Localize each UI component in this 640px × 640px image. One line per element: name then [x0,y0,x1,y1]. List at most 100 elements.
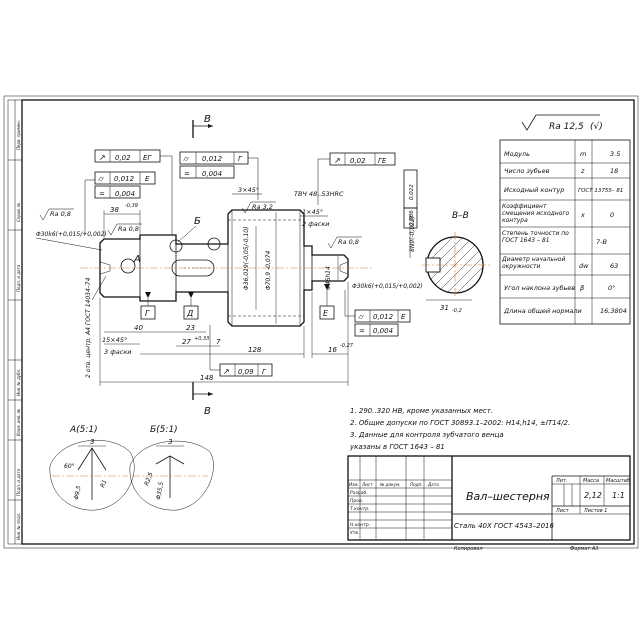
svg-text:Φ9,5: Φ9,5 [73,485,82,500]
param-val-2: 18 [610,167,618,175]
param-val-7: 0° [608,284,615,292]
roughness-symbol: Ra 12,5 (√) [521,114,603,132]
tolerance-frame-2: ⌭ 0,012 Е [94,171,156,185]
svg-text:40: 40 [134,324,143,332]
svg-text:3: 3 [90,438,94,446]
svg-text:+0,33: +0,33 [194,336,209,342]
tolerance-frame-3: = 0,004 [94,185,141,199]
svg-text:R1: R1 [99,479,108,489]
part-name: Вал–шестерня [466,490,550,503]
svg-text:⌭: ⌭ [358,313,364,321]
params-table: Модуль m 3.5 Число зубьев z 18 Исходный … [499,139,631,325]
svg-text:=: = [184,170,190,178]
svg-text:Е: Е [401,313,406,321]
svg-text:⌭: ⌭ [98,175,104,183]
centers-note: 2 отв. центр. А4 ГОСТ 14034–74 [85,277,92,378]
svg-text:Утв.: Утв. [350,530,359,536]
param-name-3: Исходный контур [504,186,564,194]
svg-text:3 фаски: 3 фаски [104,348,131,356]
param-sym-4: x [580,211,585,219]
svg-text:-0,2: -0,2 [452,308,462,314]
format-label: Формат А3 [570,546,598,552]
svg-text:0,086: 0,086 [409,210,415,226]
dim-d36: Φ36,019(-0,05/-0,10) [243,227,250,290]
note-2: 2. Общие допуски по ГОСТ 30893.1–2002: H… [350,419,570,427]
side-strip: Перв. примен. Справ. № Подп. и дата Инв.… [7,99,23,545]
tolerance-frame-5: = 0,004 [179,165,235,179]
tolerance-frame-7: ⌭ 0,012 Е [354,309,411,323]
svg-text:Пров.: Пров. [350,498,363,504]
copied-label: Копировал [454,546,483,552]
svg-text:23: 23 [186,324,195,332]
note-4: указаны в ГОСТ 1643 – 81 [349,443,445,451]
svg-text:№ докум.: № докум. [379,482,401,487]
svg-text:Φ35,5: Φ35,5 [155,481,165,500]
tolerance-frame-8: = 0,004 [354,323,399,337]
param-val-1: 3.5 [610,150,620,158]
svg-text:Дата: Дата [427,482,439,487]
svg-text:↗: ↗ [223,367,230,376]
svg-text:148: 148 [200,374,214,382]
svg-text:60°: 60° [64,463,75,470]
svg-text:Листов 1: Листов 1 [583,508,607,514]
svg-text:0,02: 0,02 [115,154,131,162]
dim-d46: Φ46h14 [325,266,332,290]
scale-value: 1:1 [612,491,625,500]
param-val-3: ГОСТ 13755– 81 [578,188,623,194]
svg-text:Е: Е [145,175,150,183]
param-sym-7: β [580,284,584,292]
section-label-bottom: В [204,406,211,417]
svg-text:0,012: 0,012 [114,175,135,183]
svg-text:3: 3 [168,438,172,446]
param-sym-6: dw [579,262,589,270]
dim-d30k6-left: Φ30k6(+0,015/+0,002) [36,231,107,238]
detail-a-title: А(5:1) [69,425,98,435]
param-name-1: Модуль [504,150,530,158]
side-label-1: Перв. примен. [16,120,21,150]
detail-b-title: Б(5:1) [150,425,178,435]
svg-text:16: 16 [328,346,337,354]
svg-text:Подп.: Подп. [410,482,423,487]
note-1: 1. 290..320 НВ, кроме указанных мест. [350,407,493,415]
datum-e: Е [319,284,335,320]
title-block: Изм. Лист № докум. Подп. Дата Разраб. Пр… [347,455,631,541]
svg-text:1×45°: 1×45° [302,208,323,216]
param-val-6: 63 [610,262,618,270]
svg-text:0,09: 0,09 [238,368,254,376]
svg-text:3×45°: 3×45° [238,186,259,194]
svg-text:Масштаб: Масштаб [606,478,630,484]
svg-text:38: 38 [110,206,119,214]
svg-text:Г: Г [238,155,243,163]
section-cut-bottom: В [192,382,213,417]
svg-text:Разраб.: Разраб. [350,490,368,496]
outer-frame [3,95,639,549]
svg-text:⌭: ⌭ [183,155,189,163]
svg-text:=: = [359,327,365,335]
svg-text:Д: Д [186,309,193,318]
svg-text:Т.контр.: Т.контр. [350,506,370,512]
svg-text:7: 7 [216,338,221,346]
svg-text:Масса: Масса [583,478,599,484]
svg-text:Г: Г [145,309,150,318]
svg-text:128: 128 [248,346,262,354]
side-label-4: Инв. № дубл. [16,369,21,396]
svg-text:↗: ↗ [99,153,106,162]
detail-b: Б(5:1) 3 Φ35,5 R2,5 [129,425,214,511]
side-label-6: Подп. и дата [16,468,21,496]
svg-text:ЕГ: ЕГ [143,154,152,162]
param-sym-1: m [580,150,586,158]
svg-text:Лит.: Лит. [555,478,568,484]
label-a: А [133,254,141,265]
detail-a: А(5:1) 3 Φ9,5 60° R1 [49,425,135,511]
tolerance-frame-6: ↗ 0,02 ГЕ [329,152,396,166]
datum-g: Г [140,292,156,320]
svg-text:ГЕ: ГЕ [378,157,387,165]
lower-dims: 40 23 15×45° 3 фаски 27 +0,33 7 128 16 -… [99,282,354,386]
upper-dims: 38 -0,39 3×45° ТВЧ 48..53HRC 1×45° 2 фас… [103,186,344,238]
detail-circle-b-left [169,239,183,253]
detail-circle-a [120,258,136,274]
svg-text:Ra 0,8: Ra 0,8 [118,225,139,233]
side-label-3: Подп. и дата [16,264,21,292]
roughness-marks: Ra 0,8 Ra 0,8 Ra 3,2 Ra 0,8 [39,201,362,249]
svg-text:↗: ↗ [334,156,341,165]
